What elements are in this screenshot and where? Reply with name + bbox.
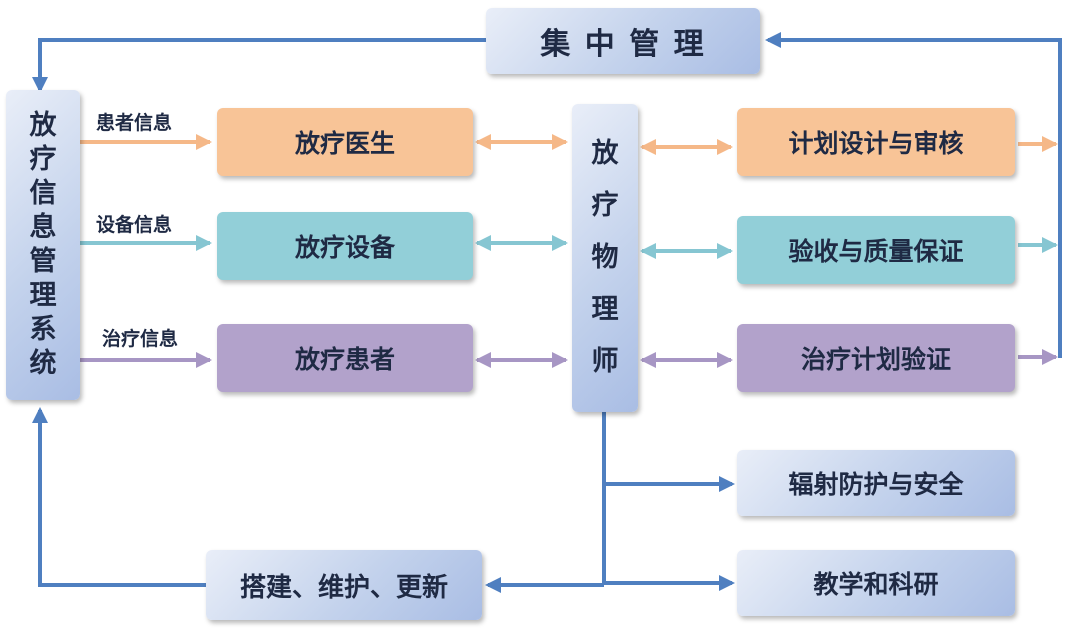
- radiotherapy-patient-box: 放疗患者: [217, 324, 473, 392]
- physicist-char: 师: [591, 346, 619, 377]
- management-to-system-line: [32, 38, 486, 93]
- central-management-box: 集 中 管 理: [486, 8, 760, 74]
- acceptance-qa-label: 验收与质量保证: [788, 237, 964, 266]
- plan-design-review-box: 计划设计与审核: [737, 108, 1015, 176]
- physicist-char: 放: [591, 138, 619, 169]
- info-system-box: 放疗信息管理系统: [6, 90, 80, 400]
- plan-verification-label: 治疗计划验证: [800, 345, 951, 374]
- maintenance-box: 搭建、维护、更新: [206, 550, 482, 620]
- radiotherapy-doctor-box: 放疗医生: [217, 108, 473, 176]
- info-system-char: 信: [29, 178, 57, 209]
- radiotherapy-equipment-label: 放疗设备: [294, 233, 395, 262]
- physicist-char: 物: [591, 242, 619, 273]
- info-system-char: 息: [29, 212, 57, 243]
- info-system-char: 系: [29, 314, 57, 345]
- plan-design-review-label: 计划设计与审核: [788, 129, 964, 158]
- info-system-char: 疗: [29, 144, 57, 175]
- physicist-label: 放疗物理师: [592, 128, 619, 388]
- radiotherapy-doctor-label: 放疗医生: [294, 129, 395, 158]
- patient-info-label: 患者信息: [96, 112, 173, 134]
- info-system-char: 管: [29, 246, 57, 277]
- physicist-char: 理: [591, 294, 619, 325]
- radiotherapy-equipment-box: 放疗设备: [217, 212, 473, 280]
- maintenance-label: 搭建、维护、更新: [239, 572, 448, 603]
- info-system-char: 放: [29, 110, 57, 141]
- info-system-label: 放疗信息管理系统: [30, 109, 57, 381]
- teaching-research-box: 教学和科研: [737, 550, 1015, 616]
- info-system-char: 理: [29, 280, 57, 311]
- radiotherapy-patient-label: 放疗患者: [294, 345, 395, 374]
- radiation-safety-label: 辐射防护与安全: [788, 470, 964, 499]
- radiation-safety-box: 辐射防护与安全: [737, 450, 1015, 516]
- acceptance-qa-box: 验收与质量保证: [737, 216, 1015, 284]
- treatment-info-label: 治疗信息: [102, 328, 179, 350]
- physicist-box: 放疗物理师: [572, 104, 638, 412]
- physicist-char: 疗: [591, 190, 619, 221]
- central-management-label: 集 中 管 理: [540, 27, 706, 62]
- info-system-char: 统: [29, 348, 57, 379]
- plan-verification-box: 治疗计划验证: [737, 324, 1015, 392]
- teaching-research-label: 教学和科研: [813, 570, 939, 599]
- maintenance-to-system-line: [32, 407, 206, 587]
- device-info-label: 设备信息: [96, 214, 173, 236]
- feedback-line-right: [765, 32, 1062, 358]
